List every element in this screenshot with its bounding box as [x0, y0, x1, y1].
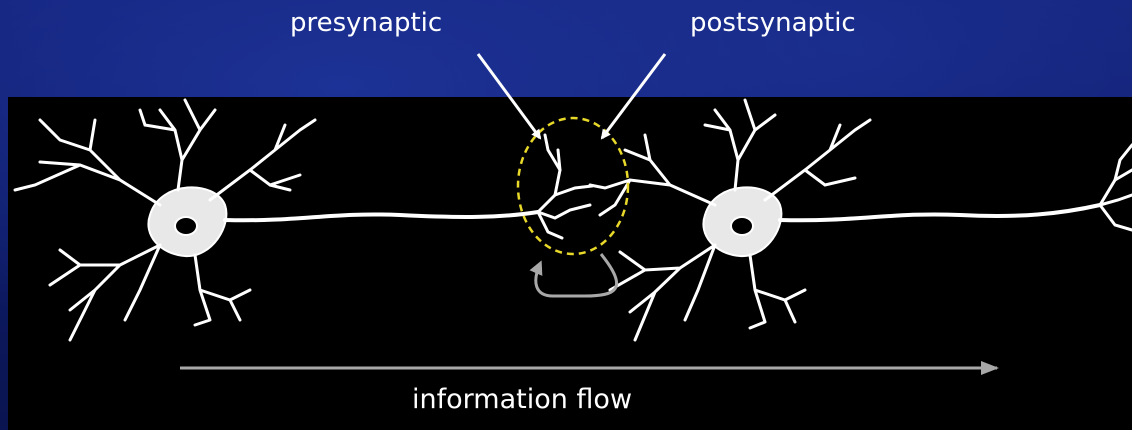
retrograde-feedback-arrow	[536, 254, 617, 296]
neuron-2-axon	[780, 205, 1100, 220]
neuron-1-axon	[225, 212, 538, 220]
neuron-2	[590, 100, 1100, 340]
presynaptic-label: presynaptic	[290, 8, 442, 38]
postsynaptic-label: postsynaptic	[690, 8, 856, 38]
information-flow-label: information flow	[412, 384, 632, 415]
axon-terminal	[538, 135, 592, 238]
presynaptic-pointer-arrow	[478, 54, 540, 138]
neuron-2-nucleus	[731, 217, 753, 235]
neuron-1	[15, 100, 538, 340]
axon-terminal-right	[1100, 145, 1132, 230]
neuron-1-nucleus	[175, 217, 197, 235]
postsynaptic-pointer-arrow	[602, 54, 665, 138]
